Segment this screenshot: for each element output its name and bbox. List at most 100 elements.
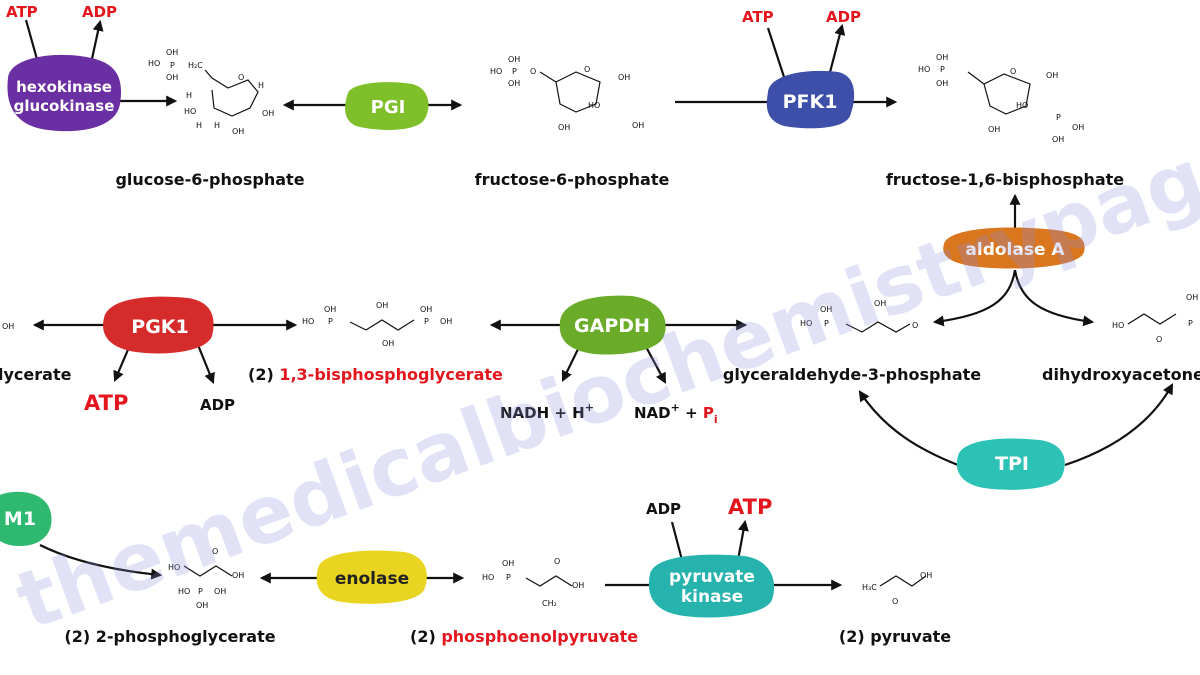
pk-atp-label: ATP <box>728 495 772 519</box>
svg-text:OH: OH <box>166 48 178 57</box>
enzymes: hexokinase glucokinase PGI PFK1 aldolase… <box>0 54 1085 618</box>
svg-text:OH: OH <box>936 53 948 62</box>
svg-text:OH: OH <box>324 305 336 314</box>
svg-text:OH: OH <box>508 79 520 88</box>
svg-text:P: P <box>1056 113 1061 122</box>
arrow-pgk1-adp <box>196 344 215 385</box>
molecule-structures: HO OH P OH H₂C O H H HO H OH H OH HO OH … <box>2 48 1198 610</box>
arrow-aldolase-to-dhap <box>1013 269 1095 327</box>
gap-label: glyceraldehyde-3-phosphate <box>723 365 981 384</box>
svg-text:OH: OH <box>232 571 244 580</box>
svg-text:OH: OH <box>936 79 948 88</box>
svg-text:OH: OH <box>1052 135 1064 144</box>
arrow-gapdh-nadh <box>561 344 581 382</box>
svg-text:OH: OH <box>166 73 178 82</box>
pg3-structure: OH <box>2 322 14 331</box>
arrow-pfk1-atp-in <box>766 27 787 81</box>
tpi-label: TPI <box>995 453 1029 475</box>
hk-atp-label: ATP <box>6 3 38 21</box>
bpg-structure: HO OH P OH OH OH P OH <box>302 301 452 348</box>
cofactors: ATP ADP ATP ADP ATP ADP NADH + H+ NAD+ +… <box>6 3 861 519</box>
svg-text:O: O <box>554 557 560 566</box>
hexokinase-label: hexokinase <box>16 78 112 96</box>
svg-text:P: P <box>424 317 429 326</box>
pg2-structure: HO O OH HO P OH OH <box>168 547 244 610</box>
arrow-gapdh-nad <box>644 344 667 384</box>
svg-text:HO: HO <box>178 587 190 596</box>
svg-text:P: P <box>512 67 517 76</box>
svg-text:OH: OH <box>618 73 630 82</box>
g6p-structure: HO OH P OH H₂C O H H HO H OH H OH <box>148 48 274 136</box>
svg-text:OH: OH <box>214 587 226 596</box>
svg-text:HO: HO <box>168 563 180 572</box>
aldolase-label: aldolase A <box>965 240 1065 260</box>
svg-text:H₂C: H₂C <box>188 61 203 70</box>
svg-text:H: H <box>186 91 192 100</box>
pk-adp-label: ADP <box>646 500 681 518</box>
enzyme-pyruvate-kinase: pyruvate kinase <box>648 554 775 618</box>
svg-text:OH: OH <box>262 109 274 118</box>
enzyme-enolase: enolase <box>316 550 427 604</box>
svg-text:O: O <box>238 73 244 82</box>
pg2-label: (2) 2-phosphoglycerate <box>64 627 275 646</box>
enzyme-pfk1: PFK1 <box>766 70 855 129</box>
svg-text:OH: OH <box>1046 71 1058 80</box>
svg-text:HO: HO <box>490 67 502 76</box>
gapdh-nad-label: NAD+ + Pi <box>634 401 718 426</box>
arrow-pgk1-atp <box>113 344 132 383</box>
enzyme-gapdh: GAPDH <box>559 295 666 355</box>
svg-text:O: O <box>530 67 536 76</box>
svg-text:OH: OH <box>1072 123 1084 132</box>
pgm1-label: M1 <box>4 508 36 530</box>
svg-text:OH: OH <box>508 55 520 64</box>
svg-text:OH: OH <box>2 322 14 331</box>
arrow-pk-atp-out <box>736 519 749 561</box>
svg-text:H: H <box>214 121 220 130</box>
svg-text:HO: HO <box>302 317 314 326</box>
svg-text:P: P <box>940 65 945 74</box>
svg-text:P: P <box>198 587 203 596</box>
svg-text:OH: OH <box>632 121 644 130</box>
pyruvate-kinase-line2: kinase <box>681 587 743 607</box>
svg-text:H₃C: H₃C <box>862 583 877 592</box>
enzyme-pgm1: M1 <box>0 491 52 546</box>
pfk-atp-label: ATP <box>742 8 774 26</box>
svg-text:OH: OH <box>382 339 394 348</box>
svg-text:OH: OH <box>196 601 208 610</box>
dhap-label: dihydroxyacetone <box>1042 365 1200 384</box>
gapdh-label: GAPDH <box>574 315 650 337</box>
svg-text:H: H <box>258 81 264 90</box>
svg-text:O: O <box>584 65 590 74</box>
svg-text:HO: HO <box>148 59 160 68</box>
svg-text:HO: HO <box>800 319 812 328</box>
pfk-adp-label: ADP <box>826 8 861 26</box>
svg-text:OH: OH <box>376 301 388 310</box>
pfk1-label: PFK1 <box>783 91 838 113</box>
g6p-label: glucose-6-phosphate <box>115 170 304 189</box>
pgk-atp-label: ATP <box>84 391 128 415</box>
gapdh-nadh-label: NADH + H+ <box>500 401 594 422</box>
svg-text:CH₂: CH₂ <box>542 599 557 608</box>
svg-text:O: O <box>892 597 898 606</box>
svg-text:HO: HO <box>482 573 494 582</box>
svg-text:O: O <box>912 321 918 330</box>
svg-text:OH: OH <box>820 305 832 314</box>
svg-text:OH: OH <box>502 559 514 568</box>
f6p-label: fructose-6-phosphate <box>475 170 670 189</box>
enzyme-pgk1: PGK1 <box>103 296 214 354</box>
bpg-label: (2) 1,3-bisphosphoglycerate <box>248 365 503 384</box>
svg-text:O: O <box>1010 67 1016 76</box>
svg-text:HO: HO <box>1016 101 1028 110</box>
svg-text:HO: HO <box>184 107 196 116</box>
dhap-structure: HO O OH P <box>1112 293 1198 344</box>
svg-text:H: H <box>196 121 202 130</box>
enzyme-aldolase-a: aldolase A <box>943 227 1085 269</box>
pg3-label: lycerate <box>0 365 72 384</box>
svg-text:OH: OH <box>1186 293 1198 302</box>
arrow-pk-adp-in <box>670 521 684 561</box>
svg-text:O: O <box>1156 335 1162 344</box>
arrow-pgm1-to-2pg <box>39 544 163 580</box>
pyruvate-label: (2) pyruvate <box>839 627 951 646</box>
arrow-pfk1-adp-out <box>826 23 846 81</box>
